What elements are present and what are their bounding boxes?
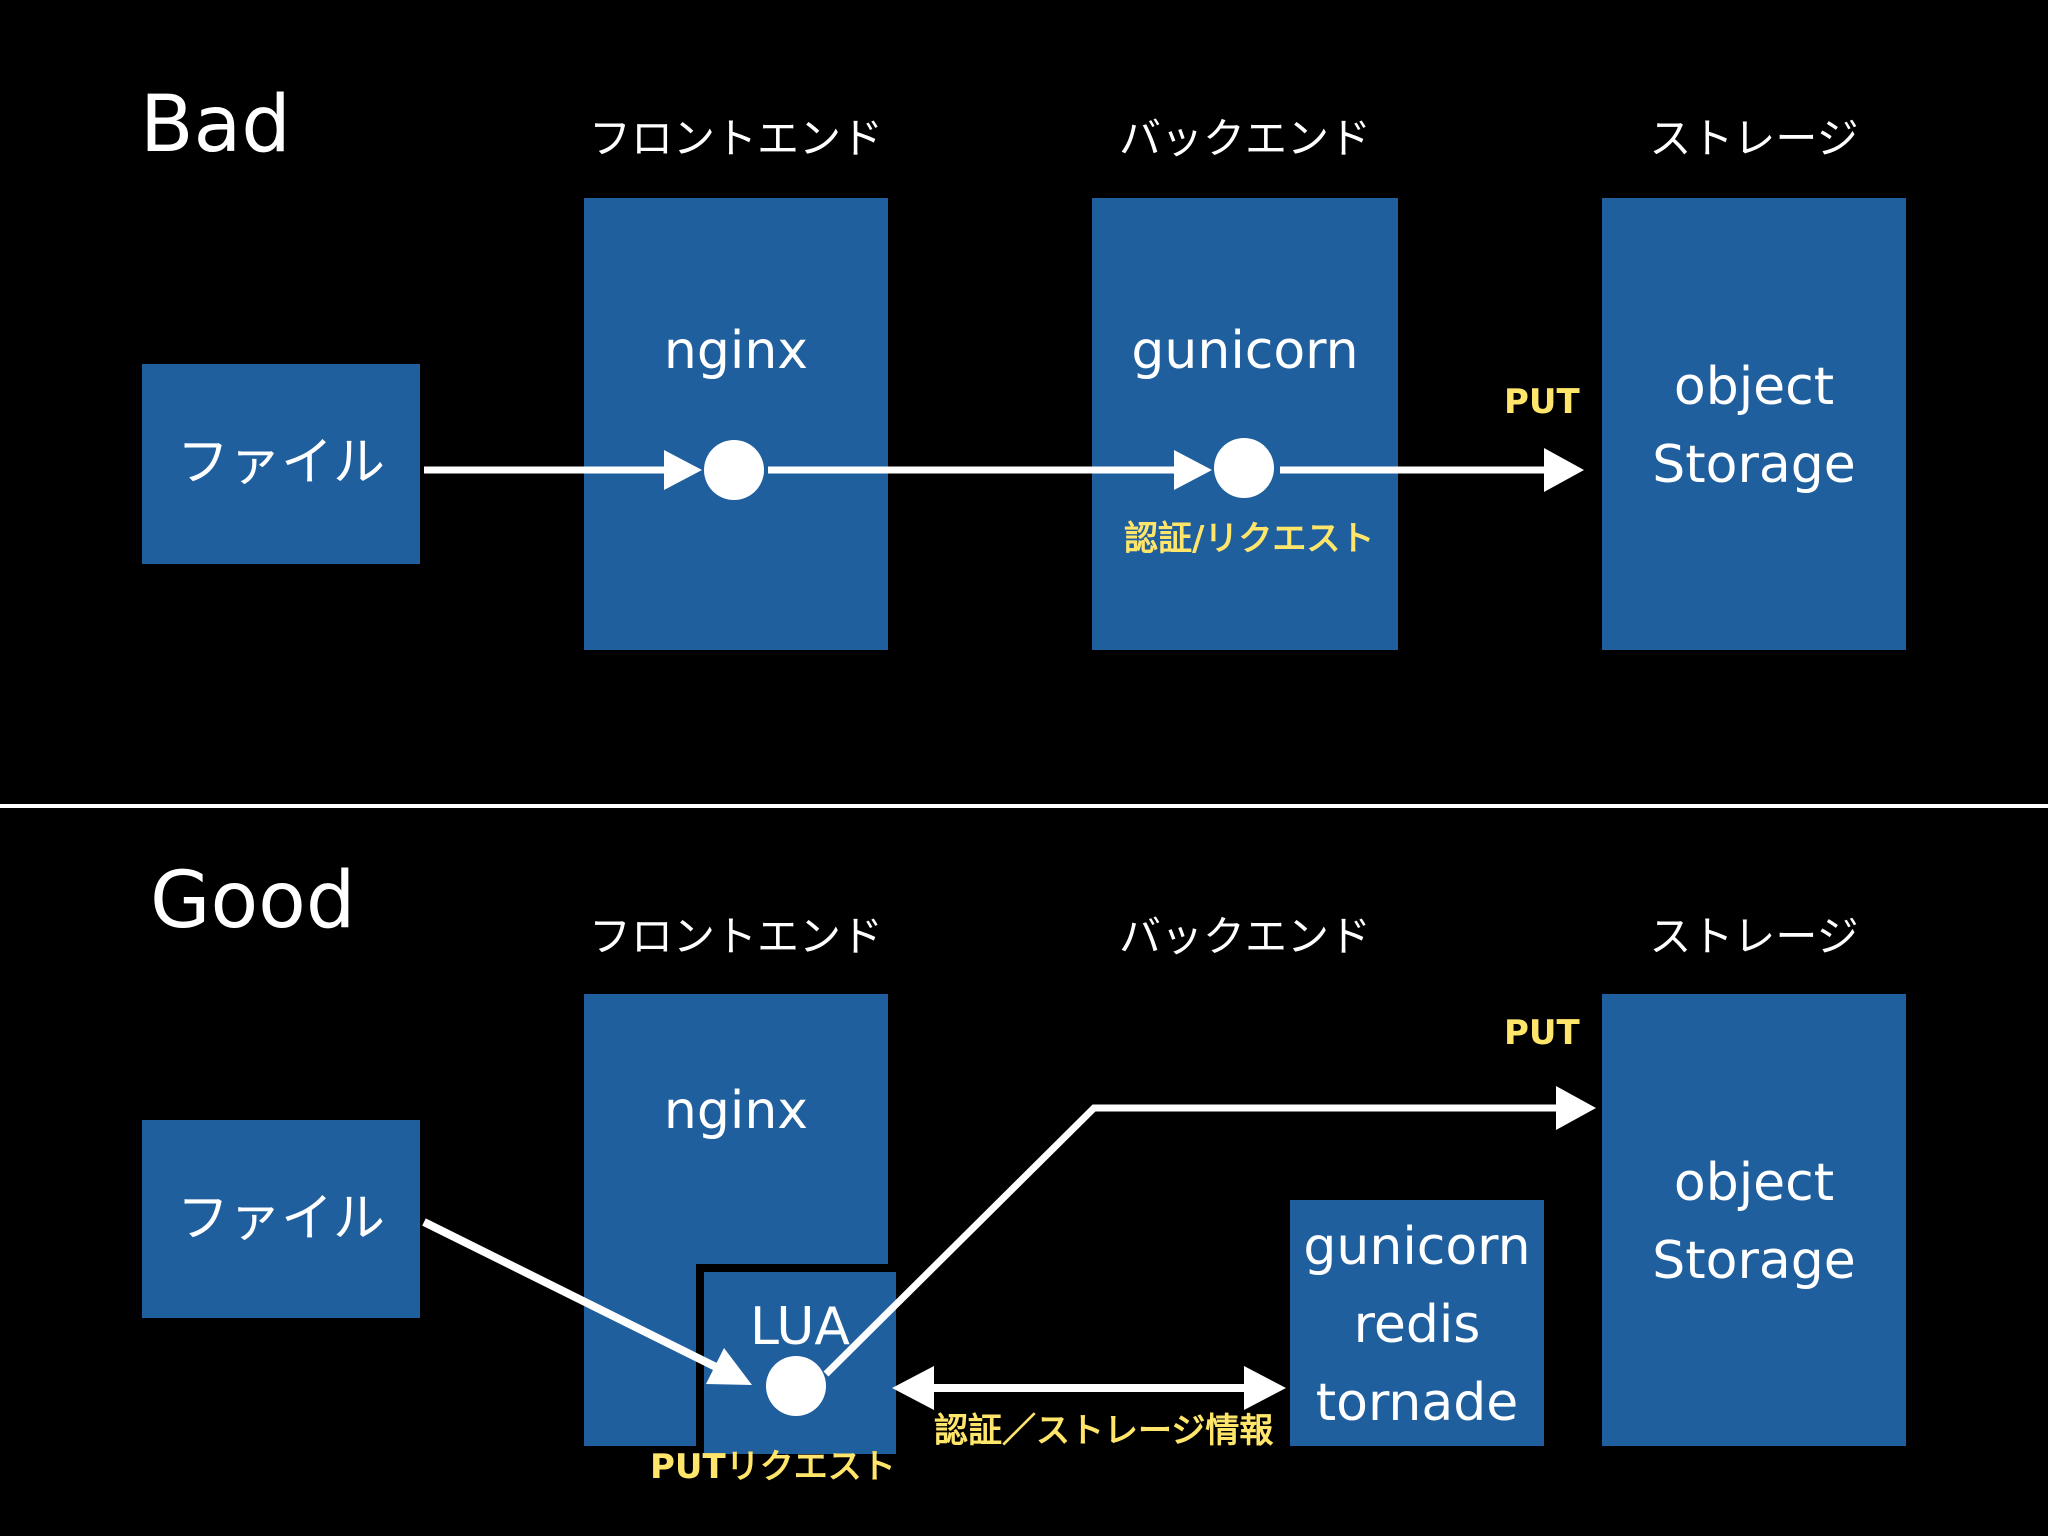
section-divider [0,804,2048,808]
good-arrow-lua-to-storage [823,1104,1562,1377]
good-arrowhead-to-backend [1244,1366,1286,1410]
bad-auth-request-label: 認証/リクエスト [1124,519,1375,559]
bad-node-gunicorn [1214,438,1274,498]
good-frontend-label: フロントエンド [588,912,883,961]
bad-node-nginx [704,440,764,500]
bad-file-box: ファイル [142,364,420,564]
good-backend-line2: redis [1353,1295,1481,1355]
good-arrowhead-storage [1556,1086,1596,1130]
bad-storage-line2: Storage [1652,435,1856,495]
good-arrowhead-to-lua [892,1366,934,1410]
bad-gunicorn-label: gunicorn [1131,321,1359,381]
good-auth-storage-label: 認証／ストレージ情報 [934,1411,1274,1451]
bad-arrowhead-storage [1544,448,1584,492]
bad-section-title: Bad [140,80,291,170]
bad-storage-line1: object [1673,357,1835,417]
bad-backend-box: gunicorn [1092,198,1398,650]
good-node-lua [766,1356,826,1416]
bad-arrowhead-gunicorn [1174,450,1212,490]
good-arrow-file-to-lua [422,1218,724,1374]
good-put-request-label: PUTリクエスト [650,1447,896,1487]
bad-file-box-label: ファイル [176,433,385,493]
good-backend-box: gunicorn redis tornade [1290,1200,1544,1446]
bad-put-label: PUT [1504,382,1580,422]
good-nginx-label: nginx [663,1081,809,1141]
bad-arrowhead-nginx [664,450,702,490]
good-storage-line1: object [1673,1153,1835,1213]
good-file-box: ファイル [142,1120,420,1318]
good-file-box-label: ファイル [176,1189,385,1249]
good-backend-line3: tornade [1315,1373,1519,1433]
good-section-title: Good [150,856,356,946]
good-storage-line2: Storage [1652,1231,1856,1291]
good-storage-box: object Storage [1602,994,1906,1446]
bad-backend-label: バックエンド [1118,114,1371,163]
bad-nginx-label: nginx [663,321,809,381]
good-put-label: PUT [1504,1013,1580,1053]
good-arrowhead-lua [706,1348,752,1385]
bad-storage-label: ストレージ [1649,114,1859,163]
good-backend-label: バックエンド [1118,912,1371,961]
bad-storage-box: object Storage [1602,198,1906,650]
good-storage-label: ストレージ [1649,912,1859,961]
good-backend-line1: gunicorn [1303,1217,1531,1277]
bad-frontend-box: nginx [584,198,888,650]
bad-frontend-label: フロントエンド [588,114,883,163]
good-lua-label: LUA [749,1297,850,1357]
